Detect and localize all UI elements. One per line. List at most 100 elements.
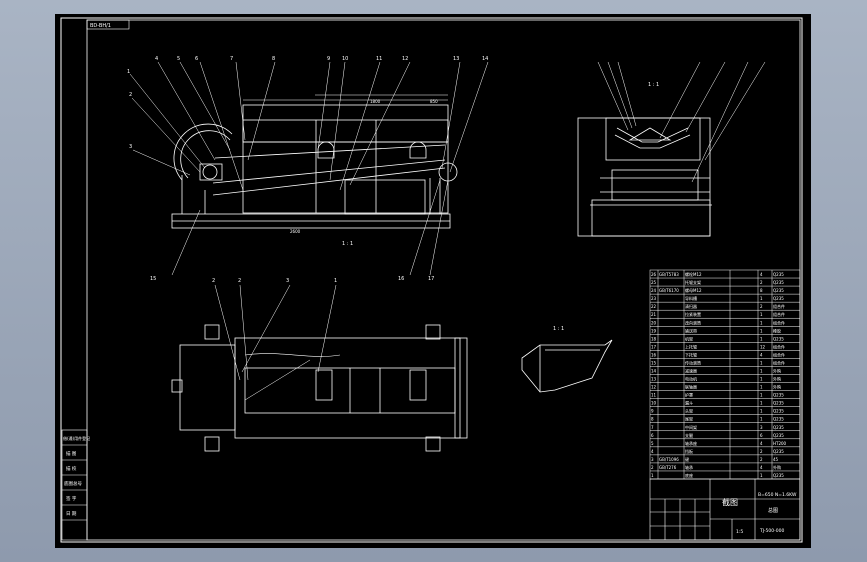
parts-table-cell: 9: [651, 409, 654, 414]
parts-table-cell: 4: [760, 272, 763, 277]
parts-table-cell: 2: [760, 449, 763, 454]
parts-table-cell: 组合件: [773, 343, 785, 349]
parts-table-cell: 输送带: [685, 327, 697, 333]
parts-table-cell: Q235: [773, 336, 784, 341]
detail-label: 1 : 1: [553, 326, 564, 332]
drawing-canvas: [55, 14, 811, 548]
parts-table-cell: 1: [760, 320, 763, 325]
front-view: [129, 61, 489, 276]
parts-table-cell: 螺母M12: [685, 287, 702, 293]
parts-table-cell: Q235: [773, 417, 784, 422]
parts-table-cell: 1: [760, 417, 763, 422]
parts-table-cell: 挡板: [685, 448, 693, 454]
parts-table-cell: 12: [760, 344, 766, 349]
parts-table-cell: 漏斗: [685, 400, 693, 406]
parts-table-cell: 45: [773, 457, 779, 462]
svg-text:2: 2: [212, 278, 215, 284]
parts-table-cell: Q235: [773, 401, 784, 406]
svg-text:14: 14: [482, 56, 488, 62]
svg-text:10: 10: [342, 56, 348, 62]
svg-text:6: 6: [195, 56, 198, 62]
parts-table-cell: 组合件: [773, 311, 785, 317]
parts-table-cell: 21: [651, 312, 657, 317]
parts-table-cell: 下托辊: [685, 351, 697, 357]
title-block-material: 总图: [768, 507, 778, 514]
svg-text:13: 13: [453, 56, 459, 62]
parts-table-cell: GB/T5783: [659, 272, 679, 277]
parts-table-cell: 26: [651, 272, 657, 277]
parts-table-cell: 拉紧装置: [685, 311, 701, 317]
svg-text:4: 4: [155, 56, 158, 62]
parts-table-cell: 改向滚筒: [685, 319, 701, 325]
parts-table-cell: 4: [760, 352, 763, 357]
side-view-label: 1 : 1: [648, 82, 659, 88]
parts-table-cell: 8: [651, 417, 654, 422]
parts-table-cell: 11: [651, 393, 657, 398]
parts-table-cell: 10: [651, 401, 657, 406]
front-view-callouts: 1 2 3 4 5 6 7 8 9 10 11 12 13 14 15 16 1…: [127, 56, 488, 282]
parts-table-cell: 8: [760, 288, 763, 293]
title-block-drawing-no: TJ-500-000: [759, 528, 784, 534]
svg-text:1: 1: [127, 69, 130, 75]
svg-text:15: 15: [150, 276, 156, 282]
parts-table-cell: 头架: [685, 408, 693, 414]
svg-text:1 : 1: 1 : 1: [342, 241, 353, 247]
detail-view: [521, 339, 613, 393]
left-strip-table: [61, 429, 88, 541]
parts-table-cell: 3: [760, 425, 763, 430]
parts-table-cell: 1: [760, 369, 763, 374]
parts-table-cell: GB/T6170: [659, 288, 679, 293]
parts-table-cell: Q235: [773, 425, 784, 430]
parts-table-cell: Q235: [773, 393, 784, 398]
parts-table-cell: 外购: [773, 368, 781, 374]
parts-table-cell: 1: [760, 360, 763, 365]
svg-text:2600: 2600: [290, 229, 301, 234]
parts-table-cell: HT200: [773, 441, 787, 446]
svg-text:16: 16: [398, 276, 404, 282]
parts-table-cell: 清扫器: [685, 303, 697, 309]
plan-view-callouts: 2 2 3 1: [212, 278, 337, 284]
parts-table-cell: 橡胶: [773, 327, 781, 333]
parts-table-cell: 键: [685, 456, 689, 462]
svg-text:8: 8: [272, 56, 275, 62]
svg-text:5: 5: [177, 56, 180, 62]
parts-table-cell: 托辊支架: [685, 279, 701, 285]
parts-table-cell: 1: [760, 473, 763, 478]
parts-table-cell: Q235: [773, 280, 784, 285]
plan-view: [171, 284, 468, 452]
parts-table-cell: 中间架: [685, 424, 697, 430]
svg-text:签 字: 签 字: [66, 495, 77, 502]
top-left-tag-box: [86, 19, 130, 30]
parts-table-cell: 1: [760, 336, 763, 341]
parts-table-cell: 1: [760, 328, 763, 333]
svg-text:1: 1: [334, 278, 337, 284]
side-view: [577, 61, 766, 237]
parts-table-cell: 尾架: [685, 416, 693, 422]
svg-text:17: 17: [428, 276, 434, 282]
parts-table-cell: 3: [651, 457, 654, 462]
parts-table-cell: 2: [651, 465, 654, 470]
parts-table-cell: 组合件: [773, 359, 785, 365]
svg-text:2: 2: [238, 278, 241, 284]
sheet-outer-border: [60, 17, 803, 543]
parts-table-cell: Q235: [773, 449, 784, 454]
top-left-tag: BD-BH/1: [90, 23, 111, 29]
parts-table-cell: 1: [760, 377, 763, 382]
parts-table-cell: 13: [651, 377, 657, 382]
svg-text:描 图: 描 图: [66, 450, 77, 457]
svg-text:1800: 1800: [370, 99, 381, 104]
parts-table-cell: 螺栓M12: [685, 271, 702, 277]
parts-table-cell: 2: [760, 280, 763, 285]
parts-table-cell: 1: [760, 393, 763, 398]
parts-table-cell: 1: [760, 312, 763, 317]
parts-table-cell: 23: [651, 296, 657, 301]
parts-table-cell: 轴承座: [685, 440, 697, 446]
parts-table-cell: 组合件: [773, 319, 785, 325]
parts-table-cell: 1: [760, 409, 763, 414]
parts-table-cell: 传动滚筒: [685, 359, 701, 365]
title-block: [649, 478, 801, 541]
parts-table-cell: 减速器: [685, 368, 697, 374]
parts-table-cell: 导料槽: [685, 295, 697, 301]
